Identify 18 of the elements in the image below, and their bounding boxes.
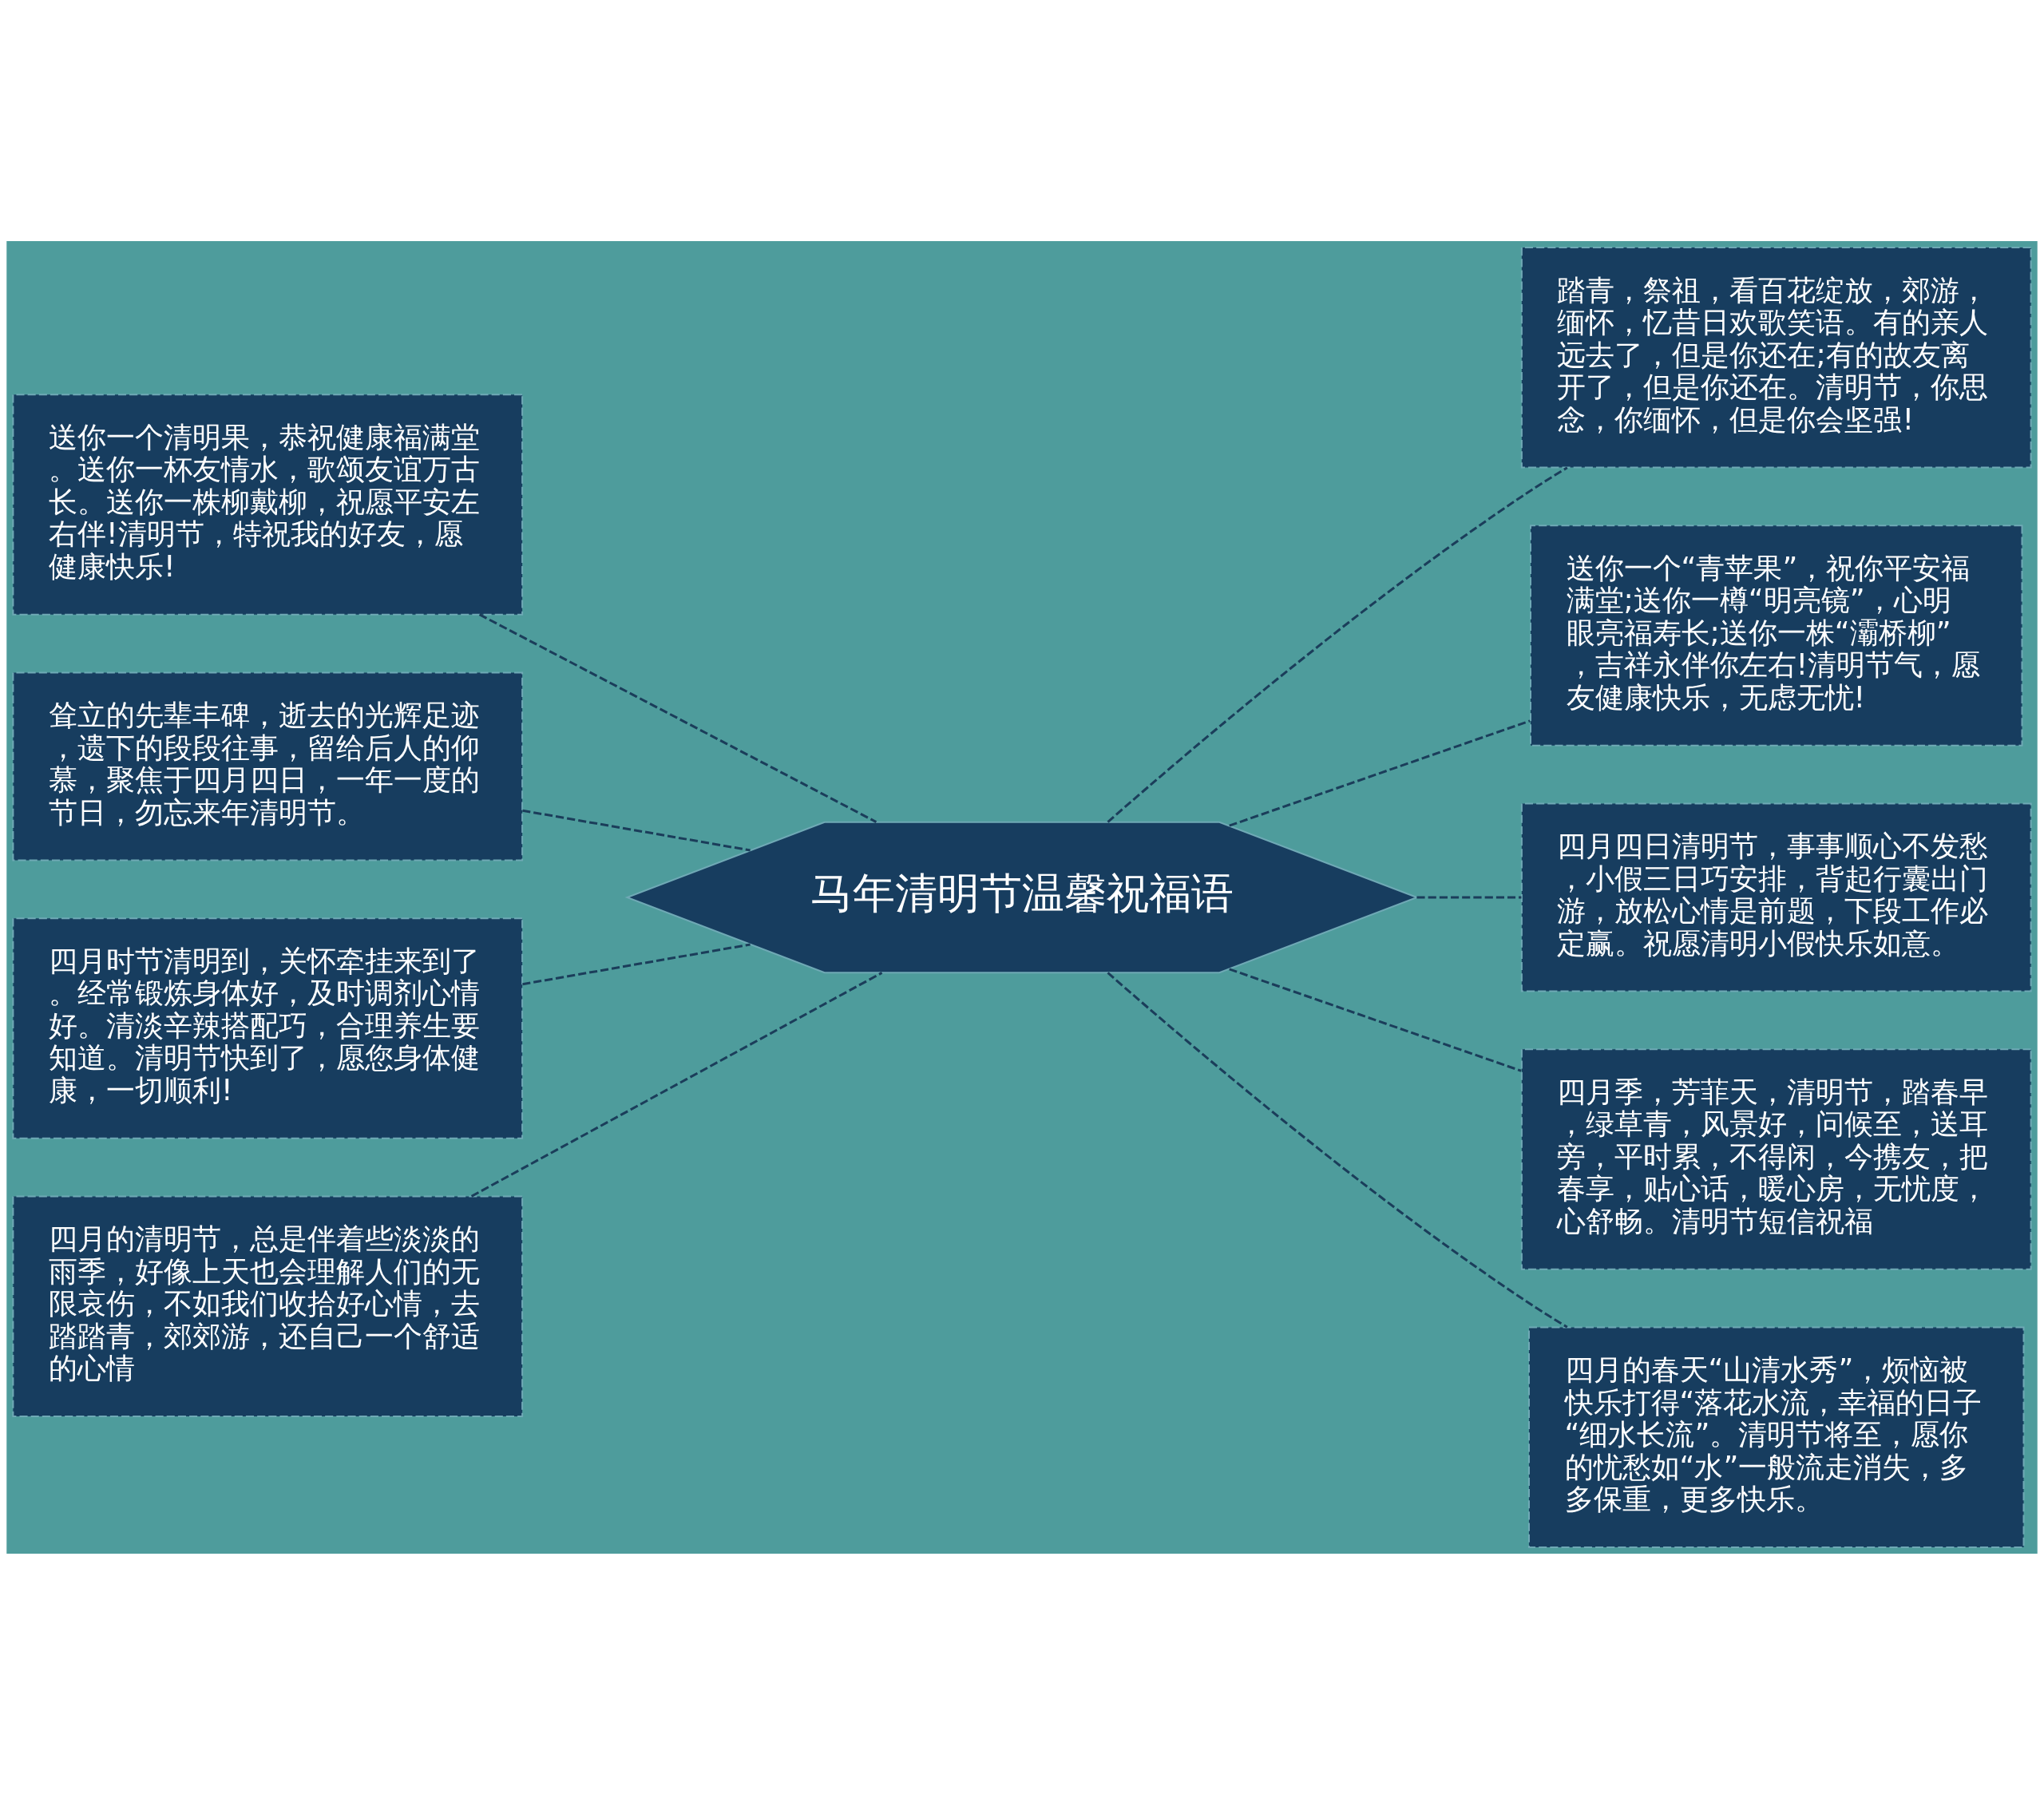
connector [1416, 896, 1522, 898]
node-box: 送你一个清明果，恭祝健康福满堂。送你一杯友情水，歌颂友谊万古长。送你一株柳戴柳，祝愿平安左右伴!清明节，特祝我的好友，愿健康快乐! [12, 393, 524, 616]
connector [1107, 465, 1568, 823]
node-box: 踏青，祭祖，看百花绽放，郊游，缅怀，忆昔日欢歌笑语。有的亲人远去了，但是你还在;有的故友离开了，但是你还在。清明节，你思念，你缅怀，但是你会坚强! [1520, 246, 2032, 468]
connector [522, 809, 751, 851]
connector [470, 971, 883, 1198]
connector [1229, 967, 1522, 1072]
connector [1229, 719, 1531, 827]
node-box: 耸立的先辈丰碑，逝去的光辉足迹，遗下的段段往事，留给后人的仰慕，聚焦于四月四日，一年一度的节日，勿忘来年清明节。 [12, 671, 524, 861]
connector [478, 612, 877, 823]
node-box: 送你一个“青苹果”，祝你平安福满堂;送你一樽“明亮镜”，心明眼亮福寿长;送你一株“灞桥柳”，吉祥永伴你左右!清明节气，愿友健康快乐，无虑无忧! [1530, 524, 2023, 747]
node-box: 四月的春天“山清水秀”，烦恼被快乐打得“落花水流，幸福的日子“细水长流”。清明节将至，愿你的忧愁如“水”一般流走消失，多多保重，更多快乐。 [1527, 1326, 2025, 1548]
connector [522, 943, 751, 985]
node-box: 四月四日清明节，事事顺心不发愁，小假三日巧安排，背起行囊出门游，放松心情是前题，下段工作必定赢。祝愿清明小假快乐如意。 [1520, 802, 2032, 992]
node-box: 四月季，芳菲天，清明节，踏春早，绿草青，风景好，问候至，送耳旁，平时累，不得闲，今携友，把春享，贴心话，暖心房，无忧度，心舒畅。清明节短信祝福 [1520, 1047, 2032, 1270]
connector [1107, 971, 1568, 1329]
node-box: 四月时节清明到，关怀牵挂来到了。经常锻炼身体好，及时调剂心情好。清淡辛辣搭配巧，合理养生要知道。清明节快到了，愿您身体健康，一切顺利! [12, 917, 524, 1139]
node-box: 四月的清明节，总是伴着些淡淡的雨季，好像上天也会理解人们的无限哀伤，不如我们收拾好心情，去踏踏青，郊郊游，还自己一个舒适的心情 [12, 1195, 524, 1417]
